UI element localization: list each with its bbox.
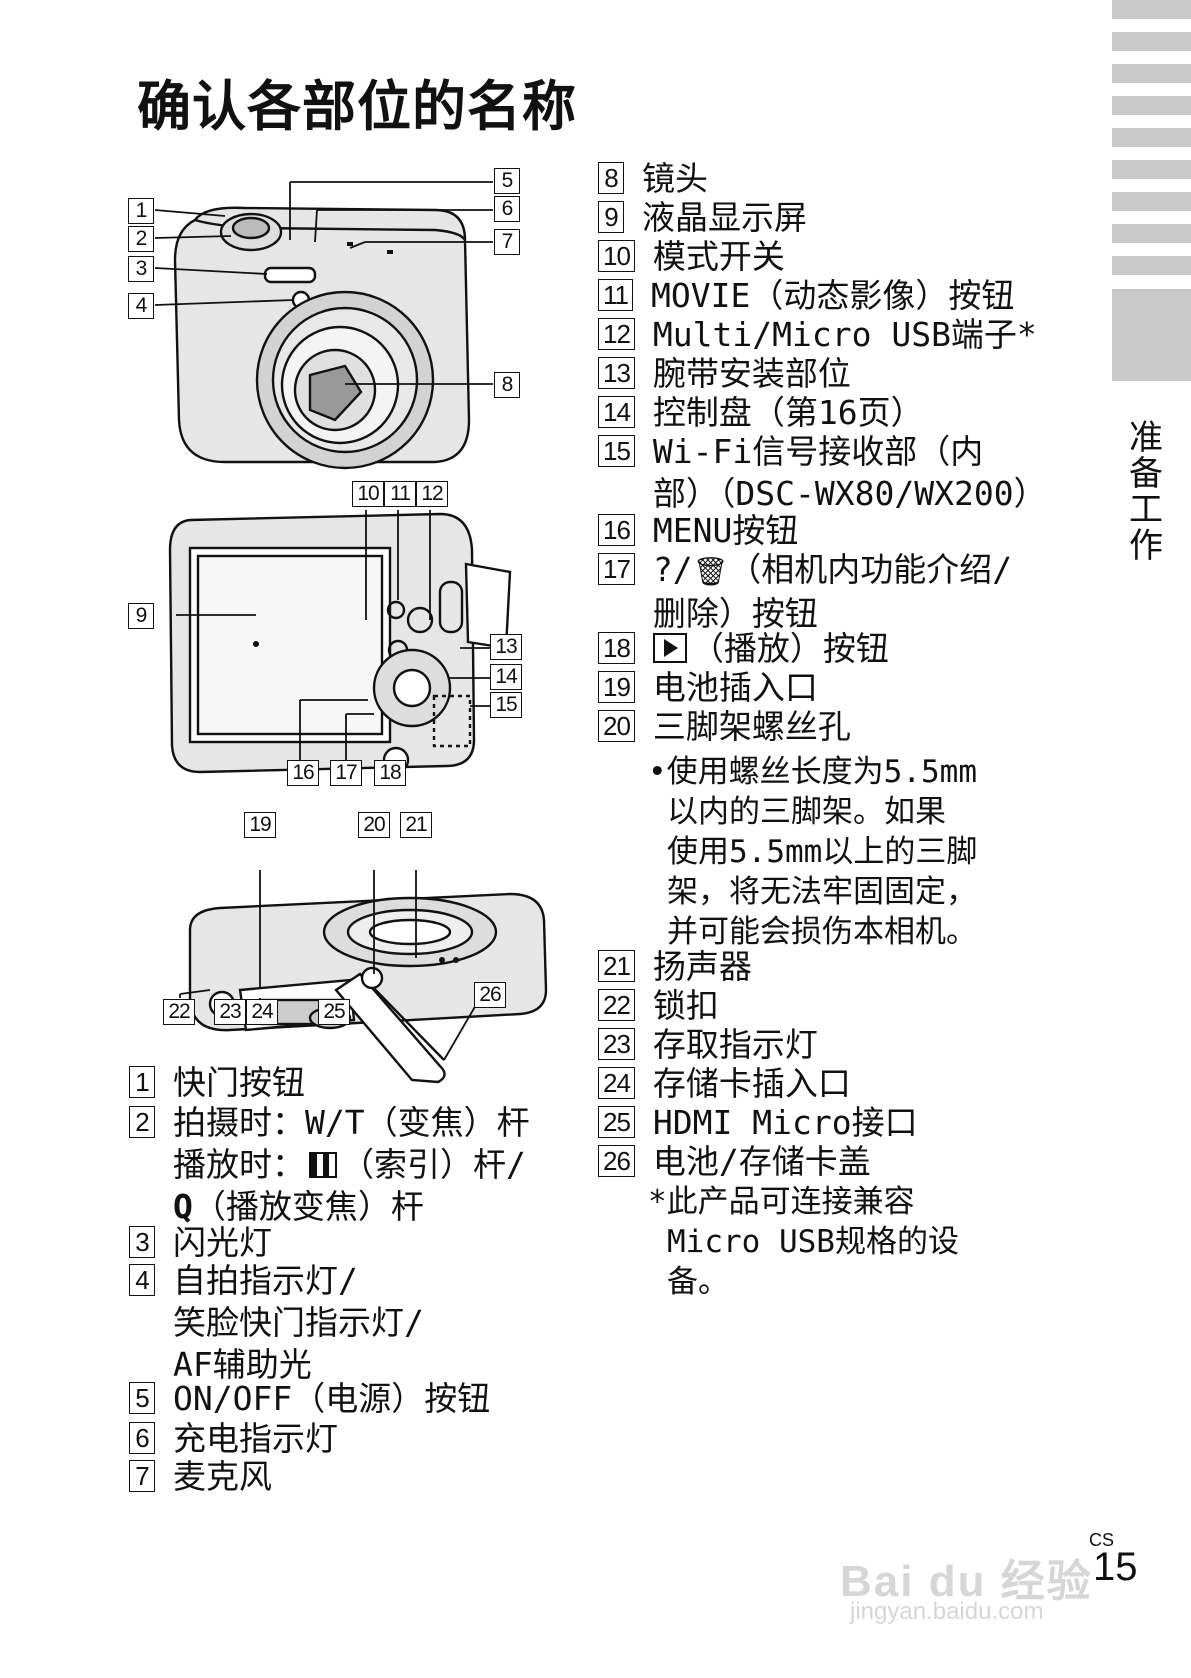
callout-8: 8: [494, 372, 520, 398]
callout-18: 18: [374, 760, 406, 786]
part-item-5: 5 ON/OFF（电源）按钮: [129, 1378, 490, 1420]
page-number: 15: [1093, 1545, 1138, 1589]
callout-23: 23: [214, 999, 246, 1025]
callout-22: 22: [163, 999, 195, 1025]
callout-21: 21: [400, 812, 432, 838]
callout-15: 15: [490, 692, 522, 718]
zoom-magnifier-icon: Q: [173, 1187, 193, 1226]
usb-note: *此产品可连接兼容 Micro USB规格的设 备。: [648, 1184, 959, 1300]
callout-5: 5: [494, 168, 520, 194]
callout-10: 10: [352, 481, 384, 507]
camera-front-illustration: [154, 181, 493, 470]
callout-1: 1: [128, 198, 154, 224]
watermark-logo: Bai du 经验: [840, 1557, 1093, 1606]
chapter-tab-bars: [1112, 0, 1191, 381]
callout-2: 2: [128, 226, 154, 252]
part-item-6: 6 充电指示灯: [129, 1418, 338, 1460]
callout-17: 17: [330, 760, 362, 786]
callout-6: 6: [494, 196, 520, 222]
trash-icon: 🗑: [692, 555, 729, 588]
part-item-15: 15 Wi-Fi信号接收部（内部）（DSC-WX80/WX200）: [598, 431, 1047, 515]
page-title: 确认各部位的名称: [137, 75, 577, 138]
part-item-7: 7 麦克风: [129, 1456, 272, 1498]
page-language: CS: [1089, 1530, 1115, 1550]
callout-19: 19: [244, 812, 276, 838]
current-chapter-tab: [1112, 289, 1191, 381]
camera-back-illustration: [168, 510, 512, 774]
callout-11: 11: [384, 481, 416, 507]
callout-20: 20: [358, 812, 390, 838]
callout-26: 26: [474, 982, 506, 1008]
part-item-4: 4 自拍指示灯/ 笑脸快门指示灯/ AF辅助光: [129, 1260, 424, 1386]
part-item-2: 2 拍摄时：W/T（变焦）杆 播放时：（索引）杆/ Q（播放变焦）杆: [129, 1102, 530, 1228]
callout-9: 9: [128, 603, 154, 629]
camera-bottom-illustration: [179, 870, 548, 1084]
callout-12: 12: [416, 481, 448, 507]
part-item-17: 17 ?/🗑（相机内功能介绍/ 删除）按钮: [598, 549, 1012, 635]
part-item-3: 3 闪光灯: [129, 1222, 272, 1264]
callout-4: 4: [128, 293, 154, 319]
tripod-note: •使用螺丝长度为5.5mm 以内的三脚架。如果 使用5.5mm以上的三脚 架，将…: [648, 754, 978, 950]
part-item-1: 1 快门按钮: [129, 1062, 305, 1104]
play-icon: [652, 633, 687, 663]
index-icon: [309, 1152, 337, 1178]
callout-16: 16: [287, 760, 319, 786]
part-item-18: 18 （播放）按钮: [598, 628, 889, 670]
callout-3: 3: [128, 256, 154, 282]
watermark-url: jingyan.baidu.com: [850, 1598, 1044, 1625]
callout-7: 7: [494, 229, 520, 255]
callout-14: 14: [490, 664, 522, 690]
callout-13: 13: [490, 634, 522, 660]
callout-25: 25: [318, 999, 350, 1025]
chapter-label: 准备 工作: [1129, 418, 1163, 566]
callout-24: 24: [246, 999, 278, 1025]
